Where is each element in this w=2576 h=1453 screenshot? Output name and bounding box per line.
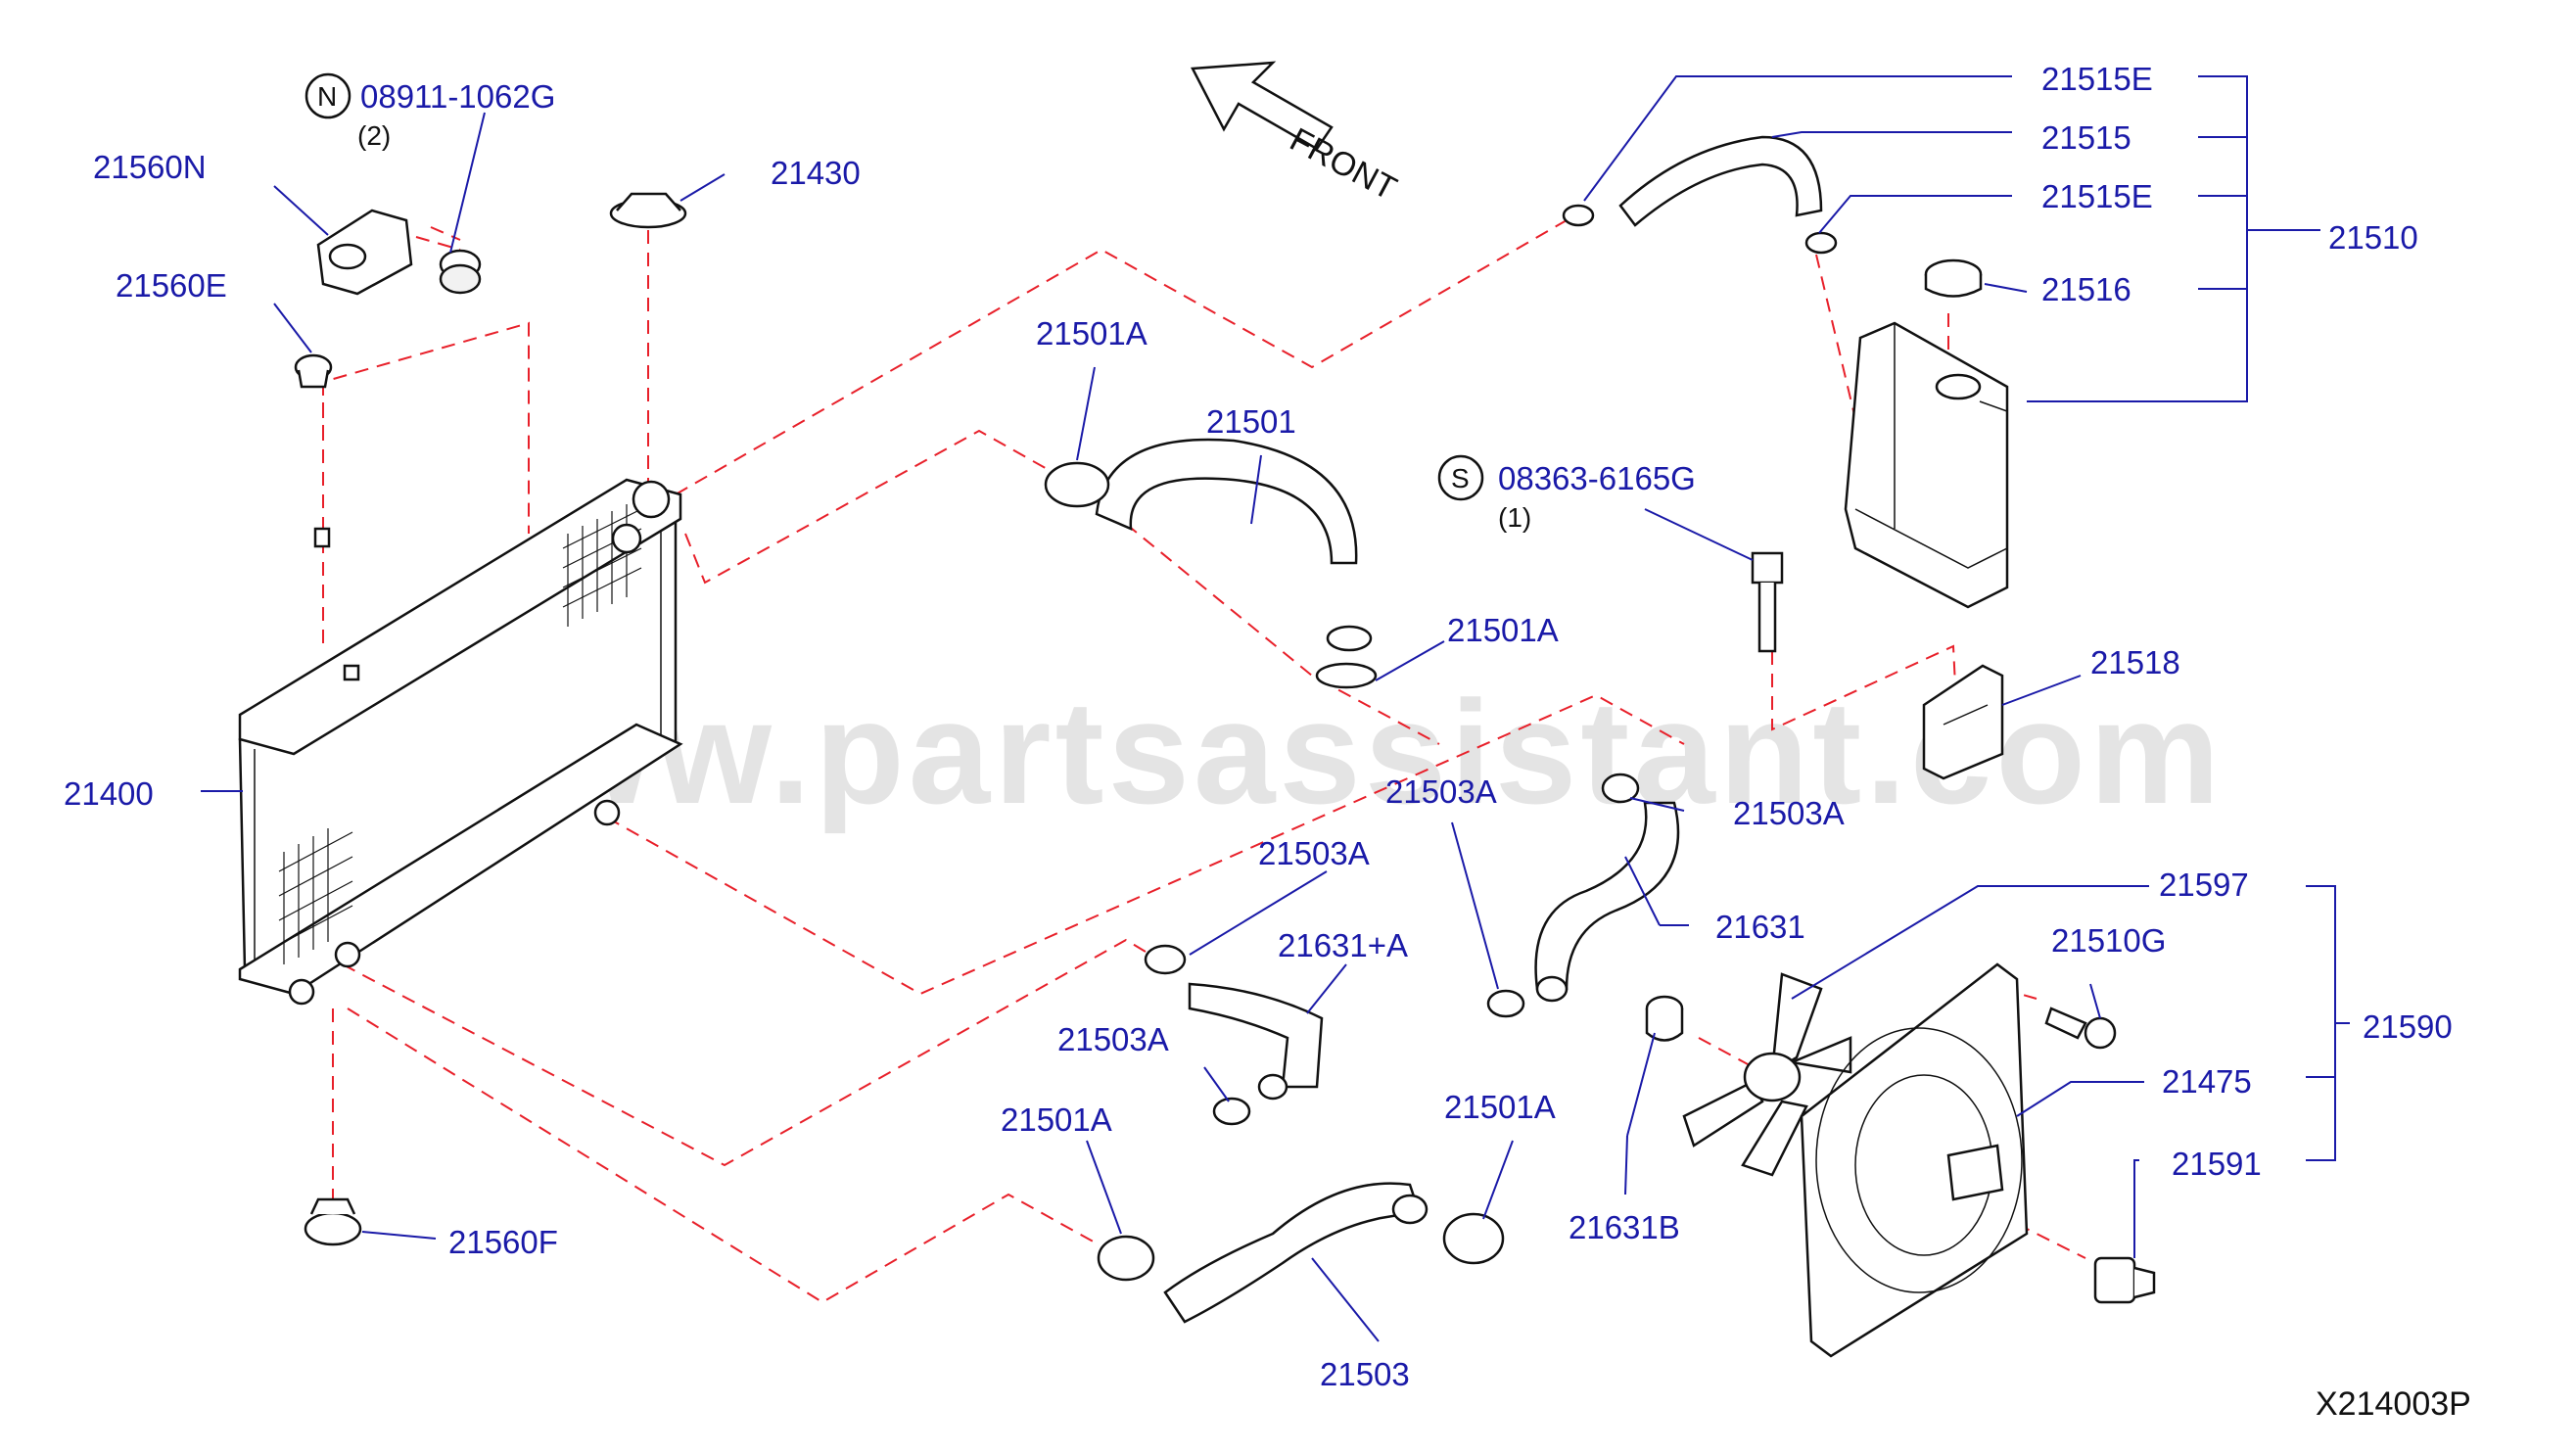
- upper-grommet: [294, 353, 333, 389]
- front-label: FRONT: [1284, 121, 1402, 209]
- heater-hose: [1188, 982, 1324, 1101]
- hose-clamps: [1044, 204, 1838, 1282]
- label-21501A-3[interactable]: 21501A: [1001, 1101, 1112, 1138]
- label-08363-6165G[interactable]: 08363-6165G: [1498, 460, 1696, 496]
- fan-shroud: [1800, 962, 2029, 1358]
- reservoir-cap: [1924, 258, 1983, 298]
- label-21400[interactable]: 21400: [64, 775, 154, 812]
- fan-blade: [1682, 972, 1852, 1177]
- label-21590[interactable]: 21590: [2363, 1008, 2453, 1045]
- radiator: [238, 478, 683, 1006]
- fan-spacer: [1645, 995, 1684, 1042]
- label-21475[interactable]: 21475: [2162, 1063, 2252, 1100]
- label-21516[interactable]: 21516: [2041, 271, 2131, 307]
- label-21515E-1[interactable]: 21515E: [2041, 61, 2153, 97]
- reservoir-bolt: [1751, 551, 1784, 653]
- label-21503A-3[interactable]: 21503A: [1258, 835, 1370, 871]
- label-21510G[interactable]: 21510G: [2051, 922, 2166, 959]
- label-21560N[interactable]: 21560N: [93, 149, 207, 185]
- mounting-bracket: [316, 209, 413, 296]
- upper-hose: [1095, 438, 1373, 652]
- s-symbol: S: [1451, 463, 1470, 493]
- label-21631-plus-A[interactable]: 21631+A: [1278, 927, 1408, 963]
- label-21560F[interactable]: 21560F: [448, 1224, 558, 1260]
- label-21501A-4[interactable]: 21501A: [1444, 1089, 1556, 1125]
- lower-grommet: [304, 1197, 362, 1246]
- n-symbol: N: [317, 81, 337, 112]
- label-21597[interactable]: 21597: [2159, 867, 2249, 903]
- qty-08363: (1): [1498, 502, 1531, 533]
- label-21515[interactable]: 21515: [2041, 119, 2131, 156]
- label-21503A-2[interactable]: 21503A: [1733, 795, 1845, 831]
- n-symbol-icon: [304, 72, 351, 119]
- label-21501A-2[interactable]: 21501A: [1447, 612, 1559, 648]
- shroud-screw: [2044, 1007, 2117, 1050]
- label-21503[interactable]: 21503: [1320, 1356, 1410, 1392]
- label-21503A-1[interactable]: 21503A: [1385, 773, 1497, 810]
- label-08911-1062G[interactable]: 08911-1062G: [360, 78, 555, 115]
- radiator-cap: [609, 192, 687, 229]
- diagram-code: X214003P: [2316, 1385, 2471, 1423]
- lower-hose: [1163, 1182, 1429, 1324]
- label-21515E-2[interactable]: 21515E: [2041, 178, 2153, 214]
- label-21510[interactable]: 21510: [2328, 219, 2418, 256]
- label-21501[interactable]: 21501: [1206, 403, 1296, 440]
- qty-08911: (2): [357, 120, 391, 151]
- label-21430[interactable]: 21430: [771, 155, 861, 191]
- bracket-bushing: [439, 249, 482, 295]
- leader-lines: [201, 75, 2350, 1342]
- s-symbol-icon: [1437, 454, 1484, 501]
- label-21518[interactable]: 21518: [2090, 644, 2180, 680]
- label-21501A-1[interactable]: 21501A: [1036, 315, 1147, 352]
- reservoir-bracket: [1922, 664, 2004, 780]
- label-21631[interactable]: 21631: [1715, 909, 1805, 945]
- label-21591[interactable]: 21591: [2172, 1146, 2262, 1182]
- fan-motor-connector: [2093, 1256, 2156, 1304]
- bypass-hose: [1534, 801, 1680, 1003]
- reservoir-hose: [1618, 135, 1823, 227]
- label-21631B[interactable]: 21631B: [1569, 1209, 1680, 1245]
- front-arrow-icon: [1191, 61, 1334, 151]
- reservoir-tank: [1844, 321, 2009, 609]
- watermark: www.partsassistant.com: [420, 670, 2224, 834]
- part-labels: 08911-1062G (2) 21560N 21560E 21430 2140…: [64, 61, 2453, 1392]
- label-21560E[interactable]: 21560E: [116, 267, 227, 304]
- label-21503A-4[interactable]: 21503A: [1057, 1021, 1169, 1057]
